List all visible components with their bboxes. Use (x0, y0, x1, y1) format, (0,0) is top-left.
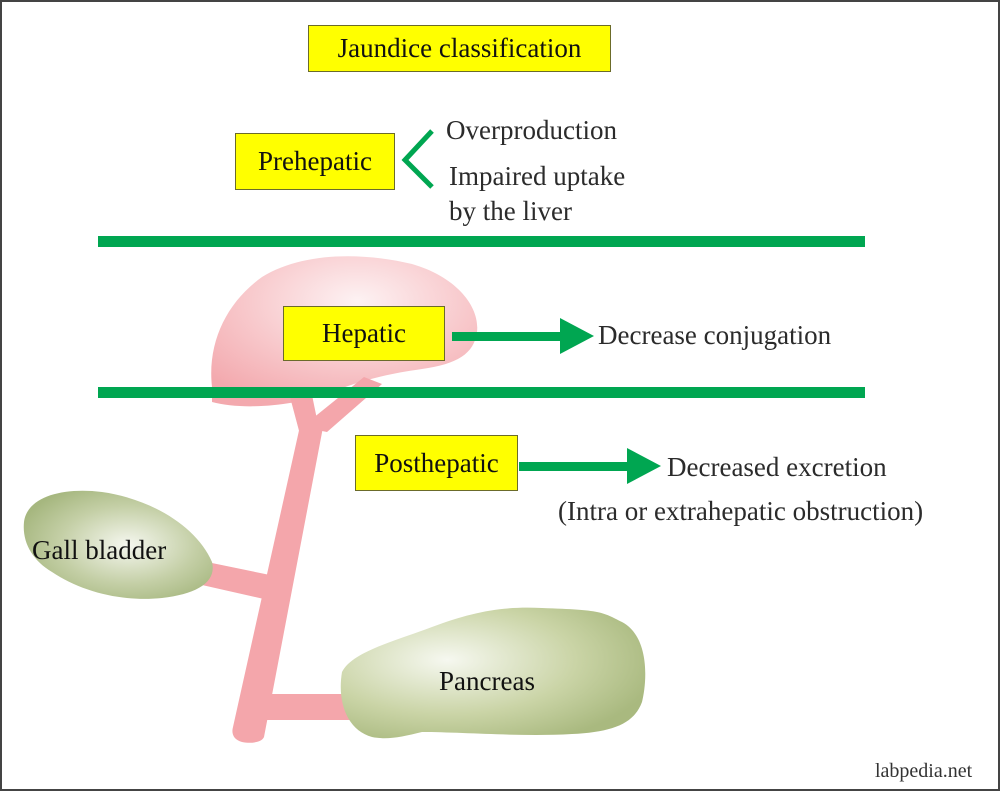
prehepatic-cause-overproduction: Overproduction (446, 115, 617, 145)
watermark: labpedia.net (875, 760, 973, 782)
gall-bladder-shape (23, 490, 213, 599)
gall-bladder-label: Gall bladder (32, 535, 167, 565)
prehepatic-cause-impaired-uptake-cont: by the liver (449, 196, 572, 226)
divider-prehepatic-hepatic (98, 236, 865, 247)
pancreatic-duct (264, 694, 354, 720)
posthepatic-cause-obstruction: (Intra or extrahepatic obstruction) (558, 496, 924, 526)
diagram-title: Jaundice classification (308, 25, 611, 72)
hepatic-cause-decrease-conjugation: Decrease conjugation (598, 320, 832, 350)
common-bile-duct (232, 417, 324, 743)
divider-hepatic-posthepatic (98, 387, 865, 398)
hepatic-arrow-icon (452, 318, 594, 354)
prehepatic-cause-impaired-uptake: Impaired uptake (449, 161, 626, 191)
posthepatic-arrow-icon (519, 448, 661, 484)
category-prehepatic-label: Prehepatic (235, 133, 395, 190)
prehepatic-bracket-icon (401, 129, 434, 189)
pancreas-shape (340, 607, 646, 739)
category-posthepatic-label: Posthepatic (355, 435, 518, 491)
posthepatic-cause-decreased-excretion: Decreased excretion (667, 452, 887, 482)
cystic-duct (202, 562, 270, 599)
category-hepatic-label: Hepatic (283, 306, 445, 361)
pancreas-label: Pancreas (439, 666, 535, 696)
